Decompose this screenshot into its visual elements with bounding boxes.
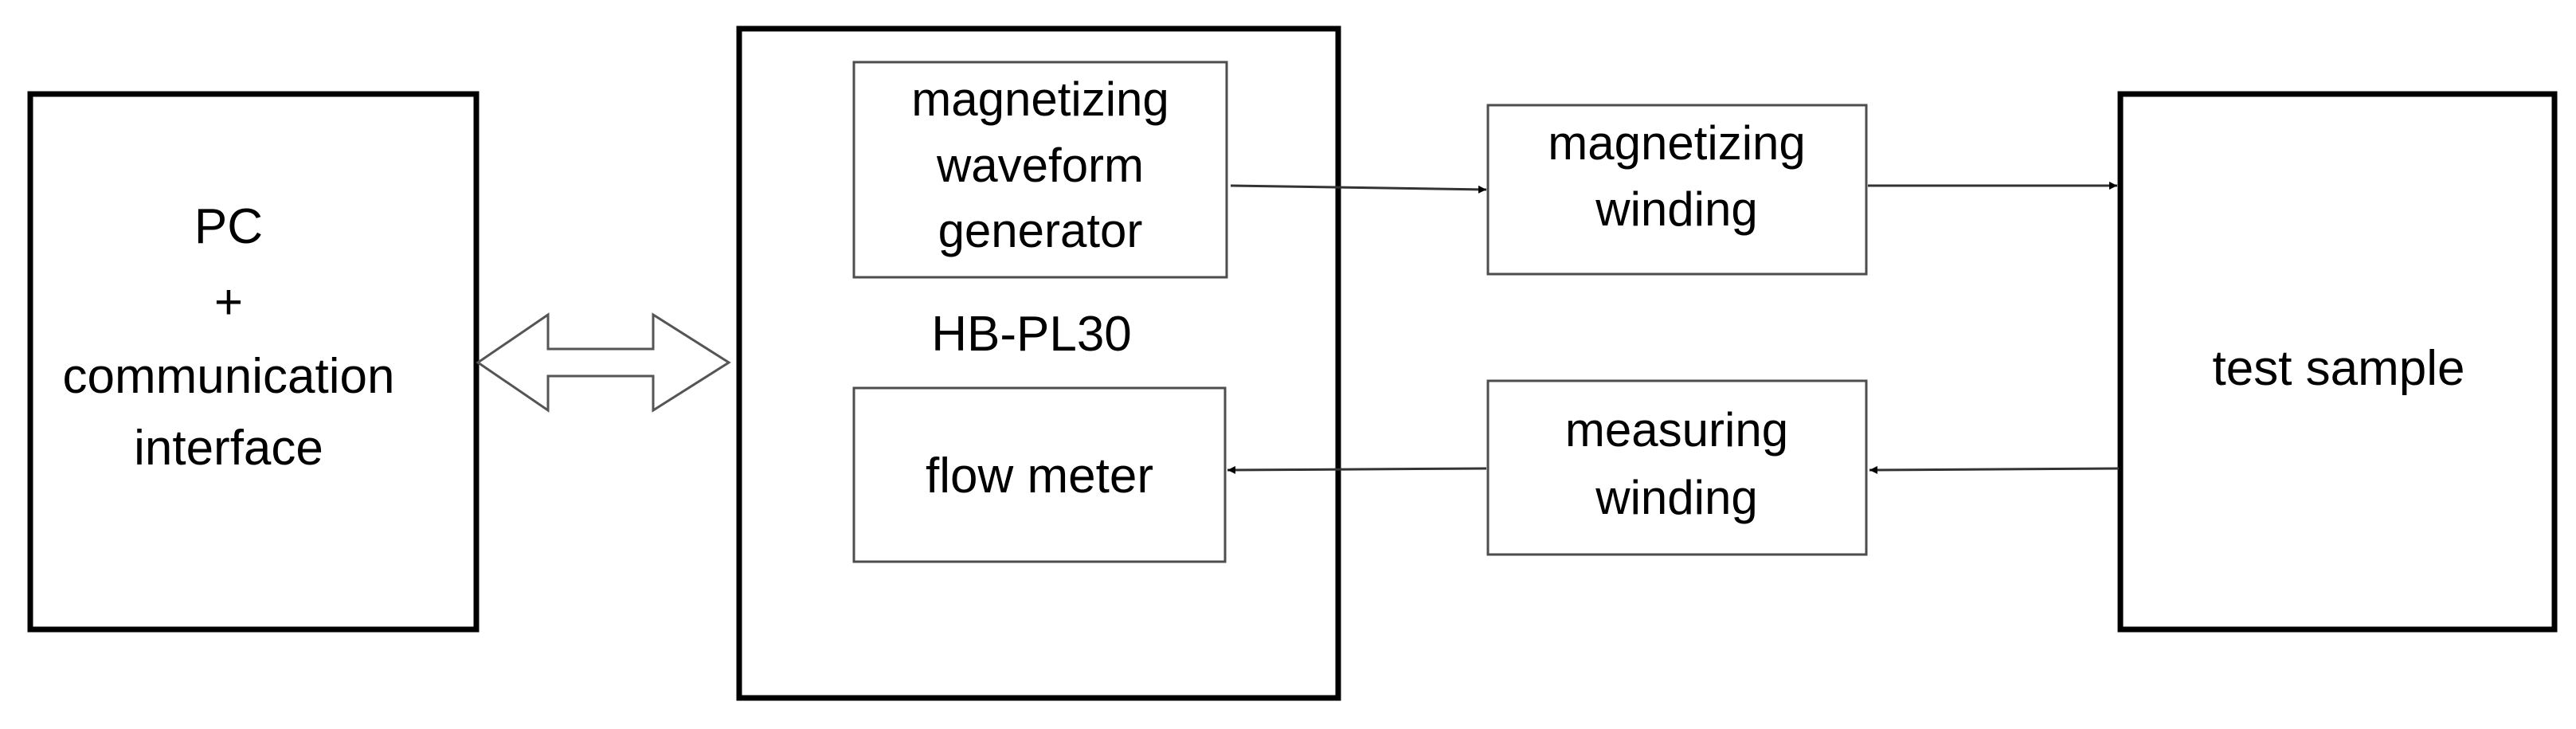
pc-label-line-4: interface xyxy=(134,421,323,476)
pc-block-frame xyxy=(27,91,480,633)
pc-label-line-2: + xyxy=(214,275,243,330)
flow-meter-block: flow meter xyxy=(852,386,1227,563)
measuring-winding-block: measuring winding xyxy=(1486,379,1868,556)
test-sample-block-frame xyxy=(2117,91,2558,633)
magnetizing-winding-block-frame xyxy=(1486,104,1868,276)
magnetizing-winding-block: magnetizing winding xyxy=(1486,104,1868,276)
magnetizing-winding-label-line-1: magnetizing xyxy=(1548,116,1806,170)
generator-label-line-3: generator xyxy=(938,204,1143,257)
generator-block-frame xyxy=(852,61,1228,279)
generator-block: magnetizing waveform generator xyxy=(852,61,1228,279)
pc-block: PC + communication interface xyxy=(27,91,480,633)
instrument-label: HB-PL30 xyxy=(931,307,1132,362)
instrument-block-frame xyxy=(736,25,1341,701)
pc-label-line-1: PC xyxy=(194,199,263,254)
generator-label-line-2: waveform xyxy=(936,139,1144,192)
flow-meter-label: flow meter xyxy=(926,449,1153,504)
test-sample-block: test sample xyxy=(2117,91,2558,633)
magnetizing-winding-label-line-2: winding xyxy=(1595,182,1757,236)
measuring-winding-label-line-1: measuring xyxy=(1565,403,1788,457)
measuring-winding-block-frame xyxy=(1486,379,1868,556)
arrow-measuring-winding-to-flow-meter xyxy=(1227,465,1487,474)
test-sample-label: test sample xyxy=(2212,341,2464,396)
arrow-generator-to-magnetizing-winding xyxy=(1230,184,1487,194)
measuring-winding-label-line-2: winding xyxy=(1595,471,1757,524)
pc-label-line-3: communication xyxy=(63,349,395,404)
flow-meter-block-frame xyxy=(852,386,1227,563)
bidirectional-arrow xyxy=(476,312,731,413)
arrow-test-sample-to-measuring-winding xyxy=(1869,465,2120,474)
instrument-block: HB-PL30 xyxy=(736,25,1341,701)
connectors xyxy=(1227,182,2120,474)
generator-label-line-1: magnetizing xyxy=(911,73,1169,126)
